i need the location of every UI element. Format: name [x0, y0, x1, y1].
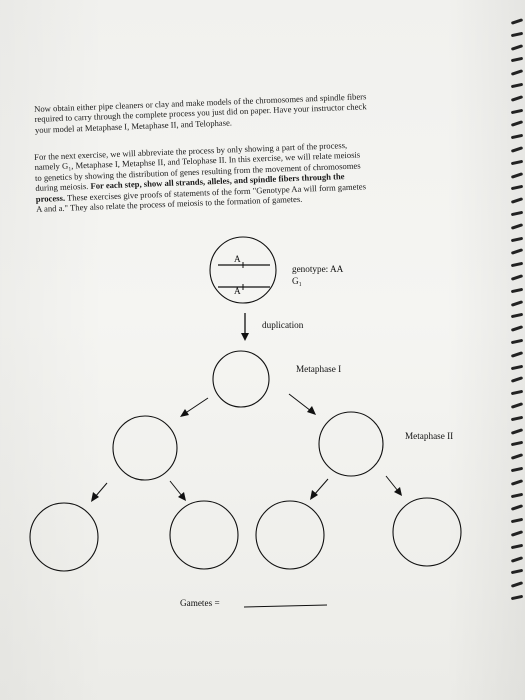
arrow — [169, 480, 183, 497]
allele-label-top: A — [234, 254, 241, 264]
gamete-cell-1 — [29, 502, 99, 572]
gametes-label: Gametes = — [180, 598, 220, 608]
arrow-right — [288, 393, 312, 412]
arrow — [313, 478, 329, 496]
arrow-head — [394, 487, 402, 496]
metaphase1-label: Metaphase I — [296, 364, 342, 374]
duplication-label: duplication — [262, 320, 304, 330]
arrow-head — [91, 492, 99, 502]
g1-label: G₁ — [292, 276, 302, 286]
arrow-head — [310, 490, 318, 500]
allele-label-bottom: A — [234, 286, 241, 296]
metaphase1-cell — [212, 350, 270, 408]
arrow-head — [307, 406, 316, 415]
metaphase2-cell-right — [318, 411, 384, 477]
gamete-cell-4 — [392, 497, 462, 567]
arrow-head — [180, 409, 189, 417]
arrow-left — [183, 397, 209, 415]
metaphase2-cell-left — [112, 415, 178, 481]
arrow — [94, 482, 108, 498]
gamete-cell-2 — [169, 500, 239, 570]
g1-cell — [209, 236, 277, 304]
arrow-head — [241, 333, 249, 341]
gametes-answer-line[interactable] — [243, 604, 328, 608]
arrow — [385, 475, 399, 492]
genotype-label: genotype: AA — [292, 264, 344, 274]
gamete-cell-3 — [255, 500, 325, 570]
metaphase2-label: Metaphase II — [405, 431, 454, 441]
arrow-head — [178, 492, 186, 501]
